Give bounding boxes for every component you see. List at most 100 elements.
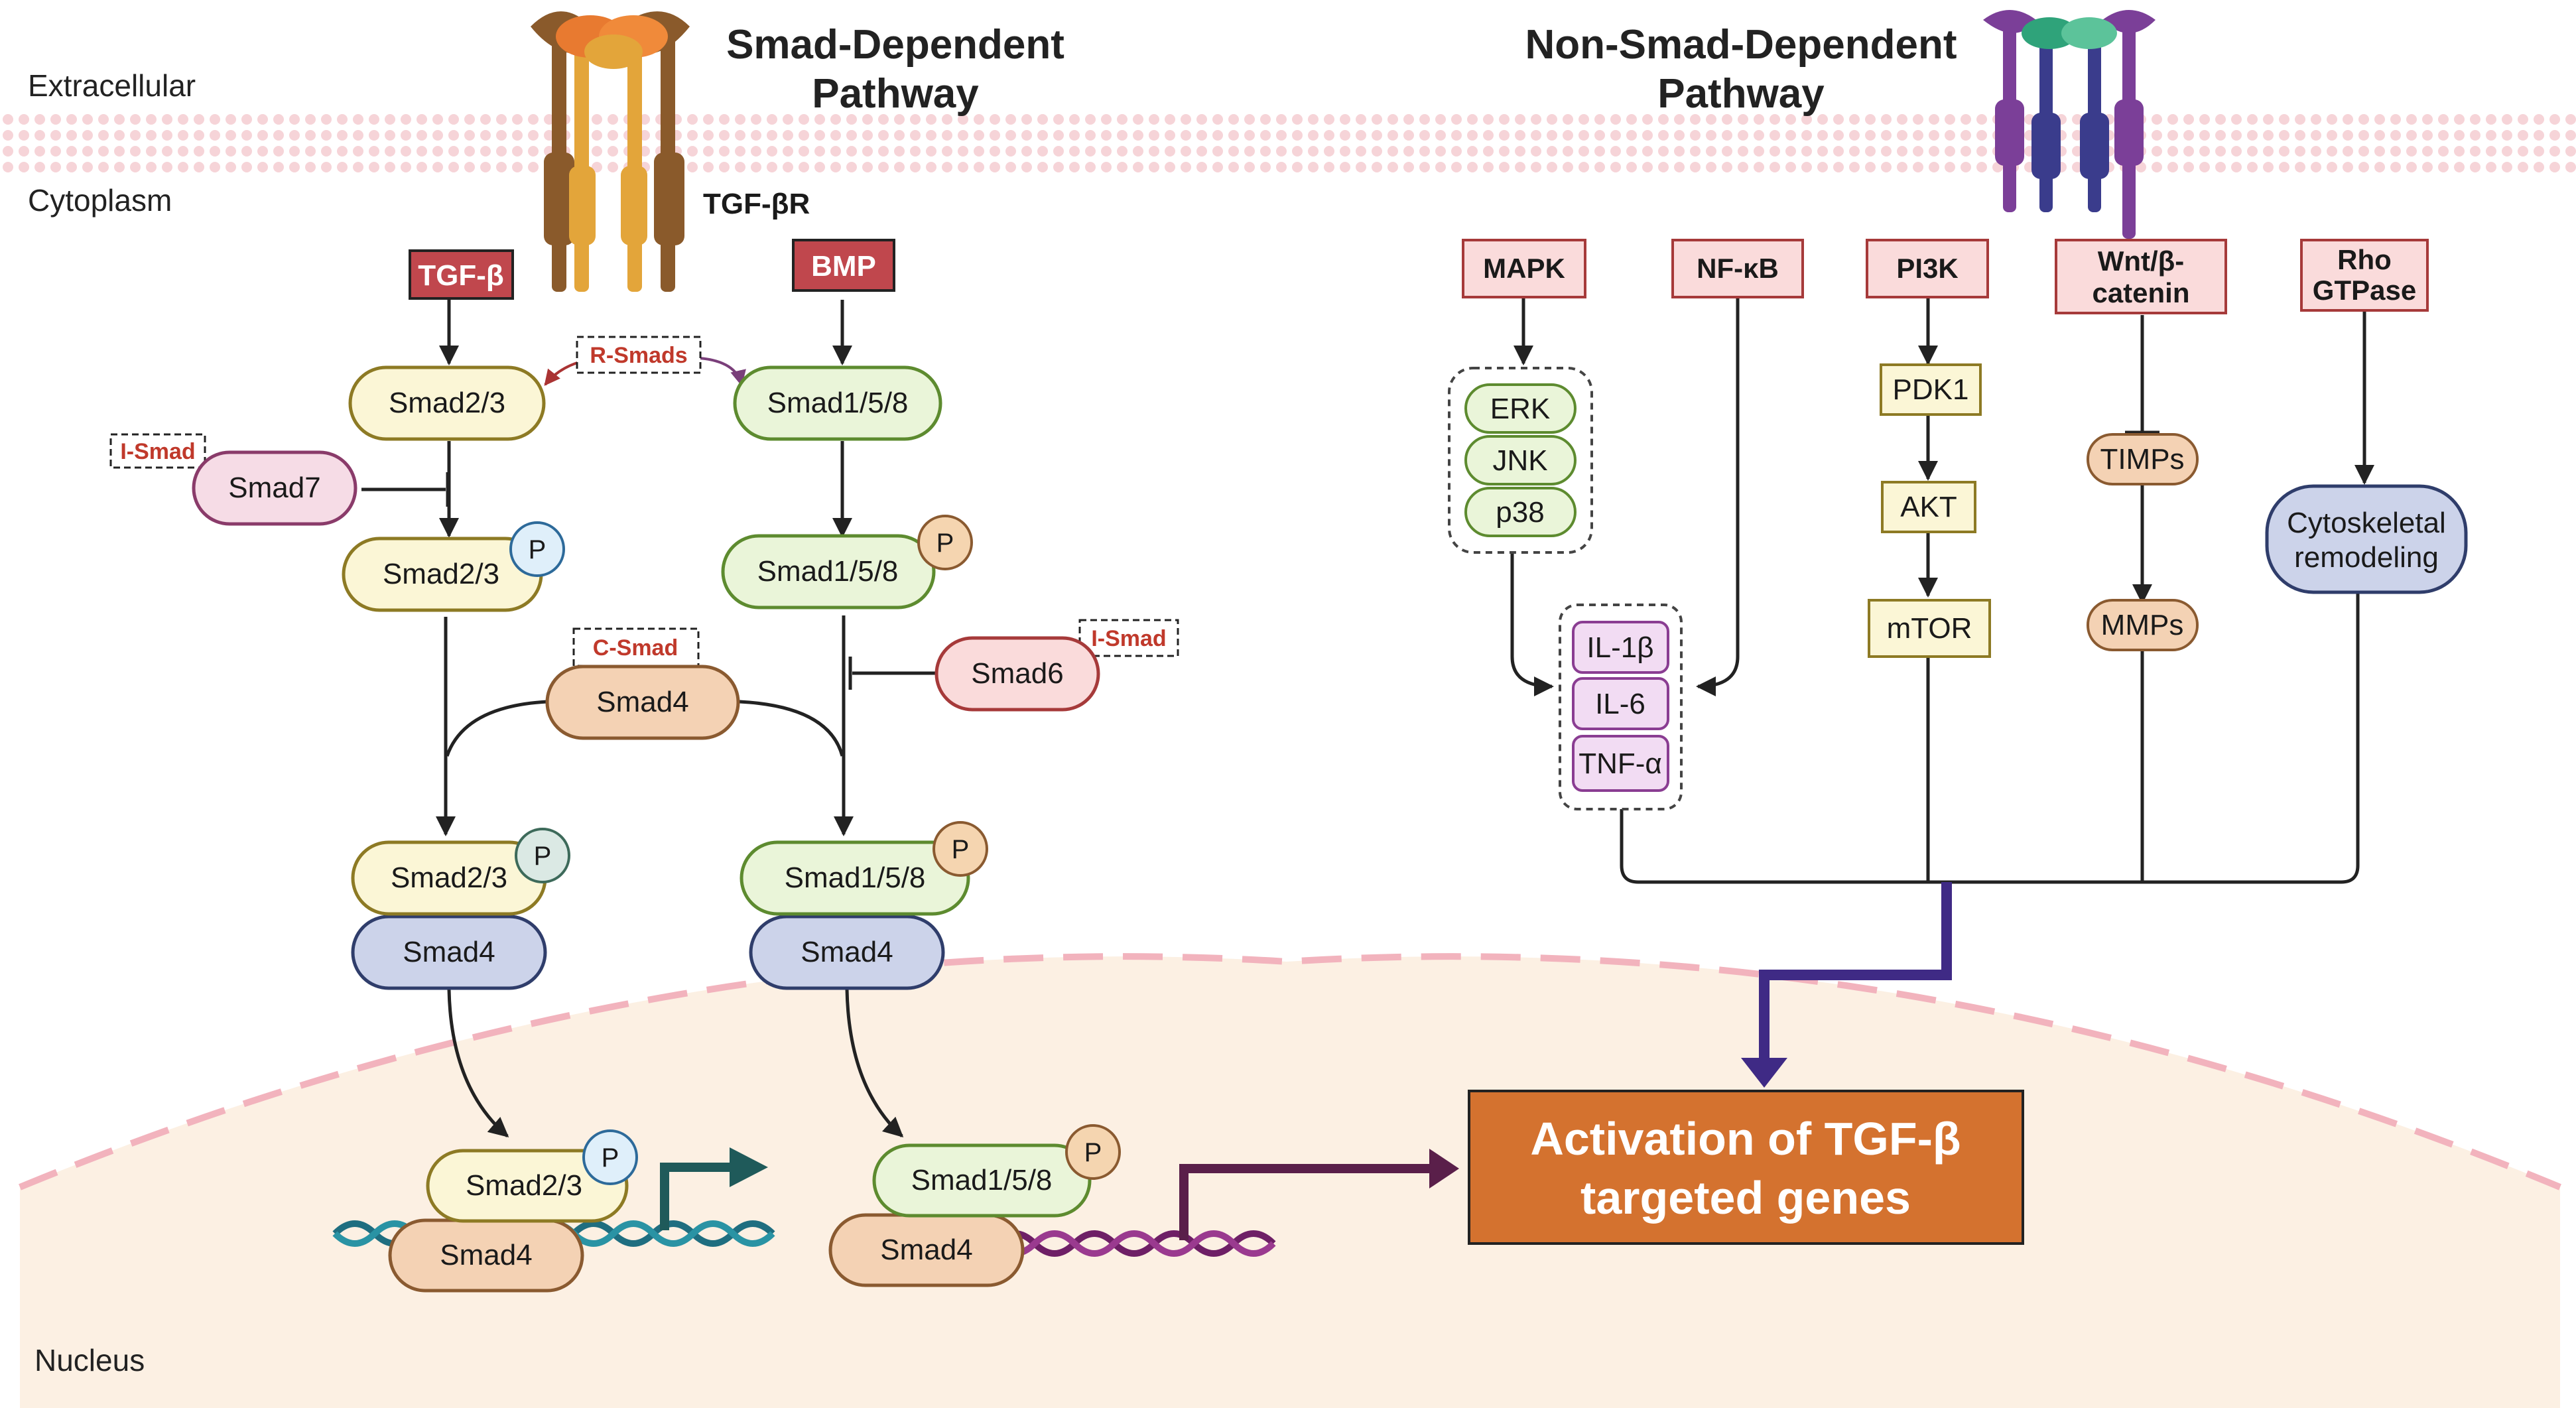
svg-text:BMP: BMP (811, 250, 876, 283)
smad23-phospho-node: Smad2/3 P (342, 521, 565, 612)
svg-text:Smad4: Smad4 (403, 936, 495, 968)
svg-text:JNK: JNK (1492, 444, 1547, 477)
svg-text:Smad2/3: Smad2/3 (466, 1169, 582, 1202)
svg-text:Smad4: Smad4 (440, 1239, 532, 1271)
svg-text:R-Smads: R-Smads (590, 343, 687, 368)
nuclear-envelope (19, 953, 2561, 1190)
svg-text:catenin: catenin (2092, 277, 2189, 308)
mmps-node: MMPs (2087, 599, 2199, 651)
smad7-node: Smad7 (192, 450, 357, 526)
svg-text:IL-1β: IL-1β (1586, 631, 1653, 664)
svg-text:P: P (534, 842, 552, 871)
smad158-node: Smad1/5/8 (733, 365, 942, 441)
c-smad-tag: C-Smad (572, 627, 700, 667)
gene-activation-box: Activation of TGF-β targeted genes (1468, 1090, 2024, 1245)
svg-text:NF-κB: NF-κB (1697, 253, 1779, 284)
svg-text:MAPK: MAPK (1483, 253, 1565, 284)
nfkb-box: NF-κB (1671, 239, 1804, 298)
phospho-badge (917, 515, 973, 570)
nucleus-region (20, 956, 2560, 1408)
smad-title-line2: Pathway (812, 71, 979, 117)
svg-text:Smad2/3: Smad2/3 (389, 387, 505, 419)
svg-text:AKT: AKT (1900, 491, 1957, 523)
svg-text:MMPs: MMPs (2101, 609, 2184, 641)
svg-text:Smad1/5/8: Smad1/5/8 (767, 387, 909, 419)
svg-text:p38: p38 (1496, 496, 1544, 529)
phospho-badge (509, 521, 565, 577)
mapk-box: MAPK (1462, 239, 1586, 298)
svg-text:Cytoskeletal: Cytoskeletal (2287, 507, 2446, 539)
svg-text:Smad6: Smad6 (971, 657, 1063, 690)
svg-text:remodeling: remodeling (2294, 541, 2439, 574)
i-smad-tag-right: I-Smad (1078, 619, 1179, 657)
bmp-ligand: BMP (792, 239, 895, 292)
timps-node: TIMPs (2087, 433, 2199, 485)
svg-text:Wnt/β-: Wnt/β- (2098, 245, 2185, 277)
smad6-node: Smad6 (934, 636, 1100, 712)
svg-text:P: P (936, 529, 954, 558)
svg-text:P: P (602, 1143, 619, 1173)
svg-text:Activation of TGF-β: Activation of TGF-β (1530, 1113, 1961, 1165)
wnt-beta-catenin-box: Wnt/β- catenin (2055, 239, 2227, 314)
svg-text:Smad2/3: Smad2/3 (383, 558, 499, 590)
nonsmad-title-line2: Pathway (1657, 71, 1825, 117)
plasma-membrane (0, 111, 2576, 172)
mtor-box: mTOR (1868, 599, 1991, 658)
svg-text:mTOR: mTOR (1887, 612, 1972, 645)
nonsmad-title-line1: Non-Smad-Dependent (1525, 22, 1957, 68)
cytoskeletal-remodeling-node: Cytoskeletal remodeling (2265, 484, 2468, 594)
phospho-badge (582, 1129, 638, 1185)
svg-text:PDK1: PDK1 (1893, 373, 1969, 406)
svg-text:Smad7: Smad7 (228, 472, 320, 504)
nucleus-label: Nucleus (34, 1343, 145, 1377)
tgf-beta-receptor-icon (531, 11, 690, 292)
svg-text:P: P (1084, 1138, 1102, 1167)
cytoplasm-label: Cytoplasm (28, 183, 172, 218)
pdk1-box: PDK1 (1880, 363, 1982, 416)
svg-text:TNF-α: TNF-α (1578, 747, 1662, 780)
cytokine-subgroup: IL-1β IL-6 TNF-α (1559, 604, 1683, 810)
nuclear-smad23-complex: Smad4 Smad2/3 P (388, 1129, 638, 1293)
smad158-smad4-complex: Smad4 Smad1/5/8 P (740, 821, 988, 990)
smad158-phospho-node: Smad1/5/8 P (721, 515, 973, 609)
akt-box: AKT (1881, 481, 1976, 533)
i-smad-tag-left: I-Smad (109, 433, 206, 469)
smad23-node: Smad2/3 (348, 365, 546, 441)
svg-text:C-Smad: C-Smad (593, 635, 678, 661)
pi3k-box: PI3K (1866, 239, 1989, 298)
svg-text:Smad1/5/8: Smad1/5/8 (911, 1164, 1053, 1196)
svg-text:IL-6: IL-6 (1595, 688, 1645, 720)
svg-text:PI3K: PI3K (1896, 253, 1958, 284)
svg-text:TIMPs: TIMPs (2100, 443, 2184, 476)
tgf-beta-ligand: TGF-β (409, 249, 514, 300)
svg-text:Smad2/3: Smad2/3 (391, 862, 507, 894)
svg-text:I-Smad: I-Smad (120, 439, 195, 464)
phospho-badge (515, 828, 570, 883)
phospho-badge (1065, 1124, 1121, 1180)
svg-text:Smad1/5/8: Smad1/5/8 (785, 862, 926, 894)
svg-text:Rho: Rho (2337, 244, 2392, 275)
receptor-label: TGF-βR (703, 188, 810, 220)
extracellular-label: Extracellular (28, 68, 196, 103)
r-smads-tag: R-Smads (576, 336, 702, 374)
non-smad-receptor-icon (1983, 10, 2156, 239)
smad4-common-node: Smad4 (545, 665, 740, 740)
svg-text:ERK: ERK (1490, 393, 1550, 425)
phospho-badge (933, 821, 988, 877)
svg-text:GTPase: GTPase (2313, 275, 2416, 306)
nuclear-smad158-complex: Smad4 Smad1/5/8 P (828, 1124, 1121, 1287)
svg-text:P: P (952, 835, 970, 864)
svg-text:Smad4: Smad4 (596, 686, 688, 718)
svg-text:Smad1/5/8: Smad1/5/8 (757, 555, 899, 588)
svg-text:P: P (529, 535, 547, 564)
svg-text:Smad4: Smad4 (880, 1234, 972, 1266)
svg-text:I-Smad: I-Smad (1091, 626, 1166, 651)
smad-title-line1: Smad-Dependent (726, 22, 1064, 68)
svg-text:TGF-β: TGF-β (418, 259, 504, 292)
svg-text:Smad4: Smad4 (801, 936, 893, 968)
smad23-smad4-complex: Smad4 Smad2/3 P (351, 828, 570, 990)
mapk-subgroup: ERK JNK p38 (1448, 367, 1593, 554)
svg-text:targeted genes: targeted genes (1580, 1172, 1911, 1224)
rho-gtpase-box: Rho GTPase (2300, 239, 2429, 312)
